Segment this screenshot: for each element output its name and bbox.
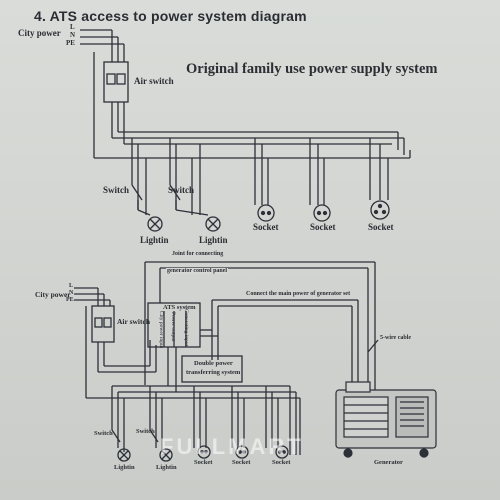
bottom-lighting-label-1: Lightin — [114, 464, 135, 471]
double-power-label-1: Double power — [194, 360, 233, 367]
top-air-switch — [103, 61, 129, 138]
ats-terminal-generating-input: Generating input — [183, 309, 189, 347]
bottom-socket-3 — [275, 445, 289, 459]
double-power-box — [181, 355, 243, 383]
bottom-line-label-n: N — [69, 290, 74, 296]
bottom-socket-label-1: Socket — [194, 459, 213, 466]
generator-main-power — [200, 299, 359, 392]
bottom-lamp-2 — [159, 448, 173, 462]
top-socket-label-2: Socket — [310, 222, 336, 232]
bottom-lamp-1 — [117, 448, 131, 462]
generator-unit — [335, 381, 437, 458]
top-switch-1 — [131, 184, 143, 210]
bottom-switch-label-2: Switch — [136, 428, 155, 435]
bottom-air-switch — [85, 305, 115, 398]
bottom-switch-2 — [149, 429, 159, 443]
top-line-label-l: L — [70, 23, 75, 31]
top-air-switch-label: Air switch — [134, 76, 174, 86]
top-switch-label-2: Switch — [168, 185, 195, 195]
top-socket-3 — [370, 200, 390, 220]
five-wire-cable-label: 5-wire cable — [380, 335, 412, 341]
top-line-label-pe: PE — [66, 39, 75, 47]
top-city-power-label: City power — [18, 28, 61, 38]
bottom-line-label-pe: PE — [66, 297, 74, 303]
top-lighting-label-2: Lightin — [199, 235, 228, 245]
bottom-lighting-label-2: Lightin — [156, 464, 177, 471]
top-bus-lines — [93, 52, 411, 159]
bottom-line-label-l: L — [69, 283, 74, 289]
top-lamp-2 — [175, 209, 221, 232]
top-socket-2 — [313, 204, 331, 222]
joint-label-line-1: Joint for connecting — [172, 251, 224, 257]
five-wire-cable-pointer — [367, 339, 379, 353]
top-socket-1 — [257, 204, 275, 222]
bottom-switch-label-1: Switch — [94, 430, 113, 437]
ats-terminal-city-power-input: City power input — [158, 311, 164, 349]
bottom-socket-2 — [235, 445, 249, 459]
bottom-switch-1 — [111, 429, 121, 443]
generator-label: Generator — [374, 459, 403, 466]
bottom-socket-label-3: Socket — [272, 459, 291, 466]
double-power-label-2: transferring system — [186, 369, 241, 376]
bottom-socket-1 — [197, 445, 211, 459]
bottom-feed-to-ats — [98, 340, 157, 373]
top-socket-label-3: Socket — [368, 222, 394, 232]
ats-system-label: ATS system — [163, 304, 196, 311]
top-switch-2 — [169, 184, 181, 210]
joint-label-line-2: generator control panel — [166, 268, 229, 274]
page-title: 4. ATS access to power system diagram — [34, 8, 307, 24]
top-socket-label-1: Socket — [253, 222, 279, 232]
bottom-city-power-label: City power — [35, 290, 71, 299]
ats-box — [147, 302, 201, 348]
top-switch-label-1: Switch — [103, 185, 130, 195]
top-lighting-label-1: Lightin — [140, 235, 169, 245]
top-line-label-n: N — [70, 31, 76, 39]
top-diagram-subtitle: Original family use power supply system — [186, 61, 438, 77]
top-incoming-lines — [80, 29, 125, 62]
bottom-incoming-lines — [74, 287, 111, 306]
control-panel-joint — [144, 261, 376, 392]
bottom-air-switch-label: Air switch — [117, 317, 150, 326]
connect-main-power-label: Connect the main power of generator set — [246, 291, 351, 297]
top-lamp-1 — [137, 209, 163, 232]
top-branch-drops — [131, 138, 389, 215]
ats-terminal-power-output: Power output — [170, 312, 176, 342]
watermark: FULLMART — [160, 434, 304, 459]
bottom-socket-label-2: Socket — [232, 459, 251, 466]
